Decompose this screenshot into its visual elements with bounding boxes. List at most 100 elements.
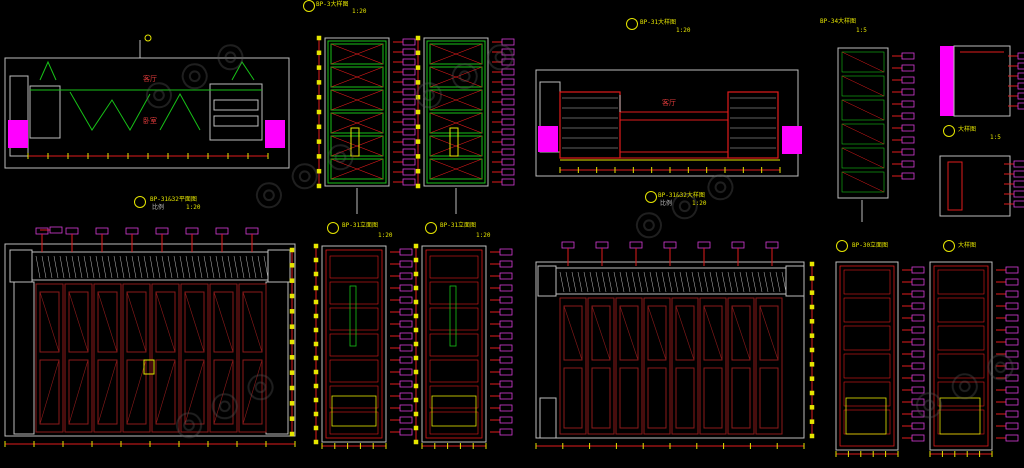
elev1-cornice-hatch (143, 255, 149, 279)
title-detail-31: BP-31大样图 (640, 19, 677, 26)
elev1-vdim-tick (289, 416, 295, 421)
elev1-diag-b (184, 359, 205, 425)
cab1-tag (402, 48, 416, 56)
elev2-cornice-hatch (673, 271, 679, 293)
elev31-2-tag (499, 260, 513, 268)
elev1-cornice-hatch (185, 255, 191, 279)
elev31-1-vdim-tick (313, 355, 319, 361)
plan2-cab-right (727, 91, 779, 159)
elev31-2-tag (499, 392, 513, 400)
elev31-2-tag (499, 428, 513, 436)
elev1-vdim-tick (289, 263, 295, 268)
elev1-cornice-hatch (41, 255, 47, 279)
plan2-column-left (538, 126, 558, 152)
room-label-living-2: 客厅 (662, 99, 676, 107)
elev1-cornice-hatch (137, 255, 143, 279)
elev31-1-drawer (331, 395, 377, 427)
tall1-tag (901, 160, 915, 168)
detail2-tag (1013, 180, 1024, 188)
plan1-drawer-2 (213, 115, 259, 127)
elev30-1-tag (911, 422, 925, 430)
elev30-1-tag (911, 350, 925, 358)
elev1-cornice-hatch (113, 255, 119, 279)
elev2-cornice-hatch (727, 271, 733, 293)
elev30-2-shelf (937, 269, 985, 295)
cab1-vdim-tick (316, 109, 322, 115)
elev1-cornice-hatch (221, 255, 227, 279)
elev2-door-panel-bottom (703, 367, 723, 429)
elev31-1-tag (399, 416, 413, 424)
cab2-vdim-tick (415, 94, 421, 100)
elev2-cornice-hatch (757, 271, 763, 293)
tall1-cross (841, 99, 885, 121)
elev30-1-shelf (843, 297, 891, 323)
elev1-cornice-hatch (191, 255, 197, 279)
elev2-cornice-hatch (685, 271, 691, 293)
elev31-1-frame (321, 245, 387, 443)
cab1-tag (402, 98, 416, 106)
scale-detail-34: 1:5 (856, 27, 867, 34)
cab2-vdim-tick (415, 65, 421, 70)
elev2-top-tag (561, 241, 575, 249)
elev30-1-tag (911, 326, 925, 334)
title-plan-31b: BP-31&32大样图 (658, 192, 705, 199)
scale-elev-31b: 1:20 (476, 232, 491, 239)
sub-plan-31b: 比例 (660, 200, 673, 207)
elev2-cornice-hatch (775, 271, 781, 293)
elev31-2-shelf (429, 359, 479, 383)
cab1-tag (402, 68, 416, 76)
elev31-1-tag (399, 284, 413, 292)
elev31-2-vdim-tick (413, 271, 419, 277)
elev31-2-tag (499, 320, 513, 328)
elev1-vdim-tick (289, 385, 295, 391)
elev31-2-inner (425, 249, 483, 439)
elev2-door-leaf (727, 297, 755, 435)
cab2-tag (501, 178, 515, 186)
elev30-2-shelf (937, 381, 985, 407)
elev1-door-leaf (180, 283, 209, 433)
elev1-door-leaf (209, 283, 238, 433)
elev1-diag-b (97, 359, 118, 425)
elev2-door-panel-top (619, 305, 639, 361)
tall1-tag (901, 112, 915, 120)
elev30-2-tag (1005, 386, 1019, 394)
elev2-door-panel-bottom (759, 367, 779, 429)
elev31-1-shelf (329, 359, 379, 383)
elev2-door-leaf (587, 297, 615, 435)
detail1-tag (1017, 92, 1024, 100)
elev31-1-tag (399, 272, 413, 280)
elev31-1-tag (399, 368, 413, 376)
elev2-cornice-hatch (703, 271, 709, 293)
elev1-diag-a (39, 291, 60, 353)
elev1-door-leaf (238, 283, 267, 433)
elev1-cornice-hatch (257, 255, 263, 279)
elev2-door-panel-bottom (619, 367, 639, 429)
elev1-cornice-hatch (167, 255, 173, 279)
elev2-diag (591, 305, 611, 361)
cab2-panel (429, 43, 483, 65)
elev30-2-inner (933, 265, 989, 447)
elev2-vdim-tick (809, 319, 815, 324)
elev30-2-tag (1005, 302, 1019, 310)
elev1-top-tag (155, 227, 169, 235)
elev31-1-shelf (329, 385, 379, 409)
detail1-frame (953, 45, 1011, 117)
elev2-door-panel-top (759, 305, 779, 361)
elev31-1-vdim-tick (313, 411, 319, 417)
elev1-cornice-hatch (89, 255, 95, 279)
scale-elev-31a: 1:20 (378, 232, 393, 239)
elev31-1-vdim-tick (313, 397, 319, 403)
elev31-2-vdim-tick (413, 341, 419, 347)
elev2-top-tag (697, 241, 711, 249)
elev2-vdim-tick (809, 261, 815, 267)
plan1-drawer-1 (213, 99, 259, 111)
elev30-1-frame (835, 261, 899, 451)
elev1-door-leaf (151, 283, 180, 433)
elev2-vdim-tick (809, 405, 815, 410)
elev1-cornice-hatch (245, 255, 251, 279)
elev1-cap-left (9, 249, 33, 283)
elev31-1-shelf (329, 255, 379, 279)
tall1-panel (841, 171, 885, 193)
elev2-cornice-hatch (577, 271, 583, 293)
cab2-tag (501, 138, 515, 146)
